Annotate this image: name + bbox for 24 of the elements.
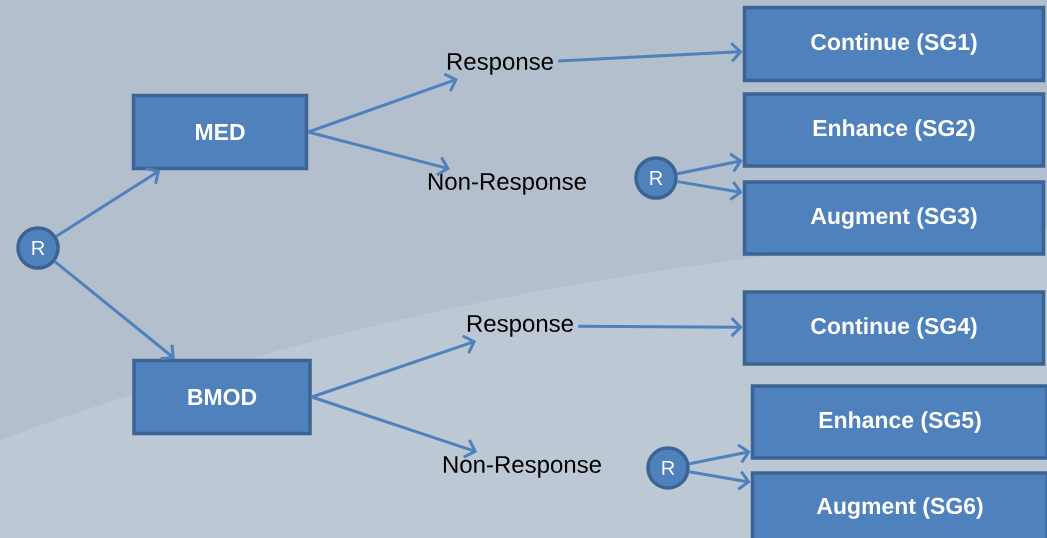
- arrow: [307, 130, 450, 177]
- arrow: [558, 42, 743, 63]
- arrow: [677, 152, 743, 176]
- treatment-box: BMOD: [132, 358, 312, 436]
- strategy-box: Continue (SG4): [742, 290, 1046, 366]
- arrow: [677, 180, 743, 201]
- outcome-label: Response: [467, 315, 573, 337]
- outcome-label: Non-Response: [428, 173, 586, 195]
- strategy-box: Augment (SG3): [742, 180, 1046, 256]
- strategy-box: Enhance (SG5): [750, 384, 1047, 460]
- arrow: [578, 317, 743, 338]
- treatment-box: MED: [131, 93, 309, 171]
- strategy-box: Enhance (SG2): [742, 92, 1046, 168]
- arrow: [689, 443, 751, 466]
- arrow: [307, 72, 458, 134]
- arrow: [55, 167, 161, 238]
- arrow: [311, 334, 477, 399]
- arrow: [689, 470, 751, 491]
- arrow: [311, 395, 478, 459]
- strategy-box: Continue (SG1): [742, 5, 1046, 83]
- arrow: [53, 260, 175, 361]
- outcome-label: Response: [447, 53, 553, 75]
- strategy-box: Augment (SG6): [750, 471, 1047, 538]
- outcome-label: Non-Response: [443, 456, 601, 478]
